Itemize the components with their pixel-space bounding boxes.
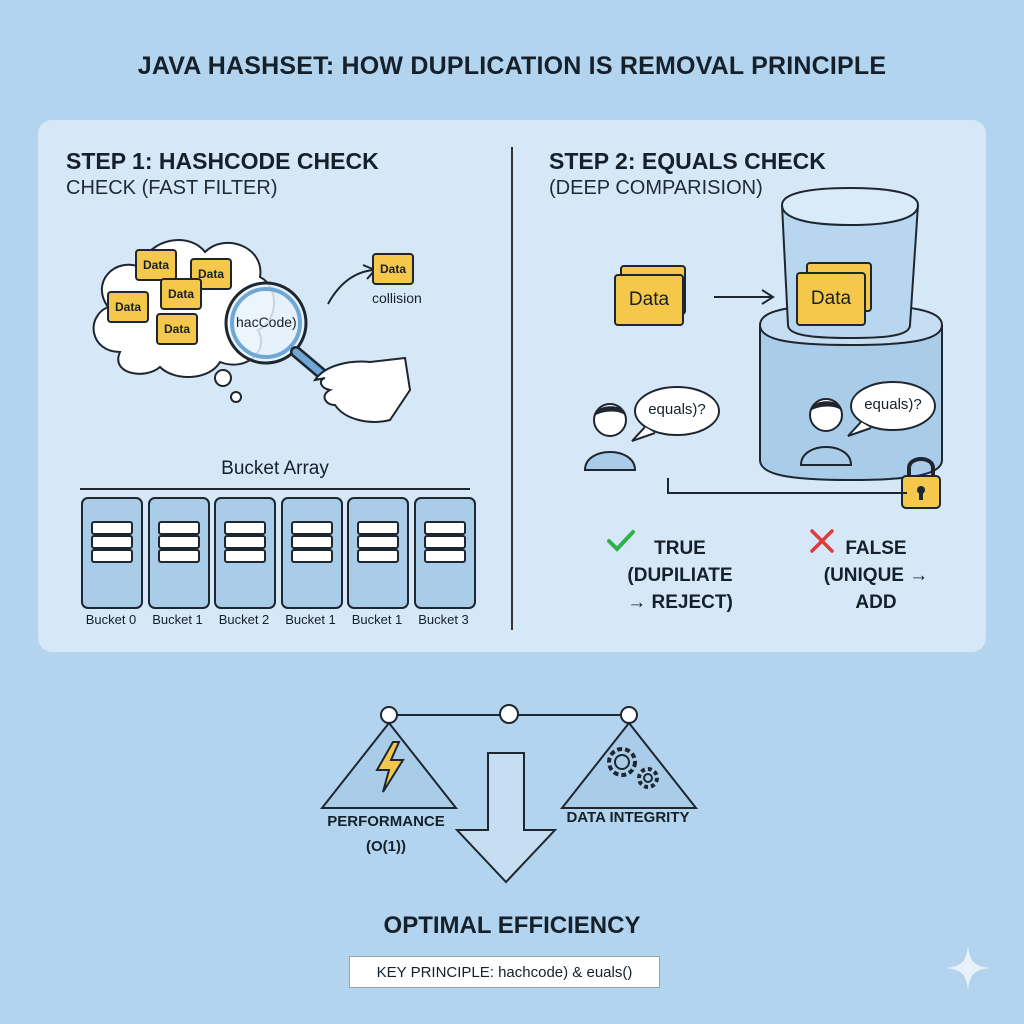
data-tag: Data bbox=[156, 313, 198, 345]
speech-bubble-icon bbox=[631, 386, 720, 442]
bucket bbox=[81, 497, 143, 609]
bucket-slot bbox=[91, 535, 133, 549]
bucket-array-title: Bucket Array bbox=[221, 458, 329, 479]
hand-icon bbox=[312, 356, 412, 423]
bucket-slot bbox=[290, 549, 333, 563]
step-divider bbox=[511, 147, 513, 630]
bucket-slot bbox=[224, 549, 266, 563]
false-result-line: FALSE bbox=[845, 538, 907, 559]
bucket bbox=[413, 497, 476, 609]
person-icon bbox=[799, 398, 853, 466]
bucket-slot bbox=[357, 521, 399, 535]
data-tag: Data bbox=[796, 272, 866, 326]
collision-label: collision bbox=[372, 290, 422, 306]
data-tag: Data bbox=[135, 249, 177, 281]
bucket bbox=[147, 497, 210, 609]
performance-label: PERFORMANCE (O(1)) bbox=[316, 809, 456, 859]
sparkle-icon bbox=[946, 946, 990, 990]
bucket-slot bbox=[423, 521, 466, 535]
key-principle-text: KEY PRINCIPLE: hachcode) & euals() bbox=[376, 963, 633, 981]
bucket-slot bbox=[290, 521, 333, 535]
bucket-slot bbox=[224, 535, 266, 549]
bucket-slot bbox=[157, 549, 200, 563]
bucket bbox=[280, 497, 343, 609]
bucket-label: Bucket 3 bbox=[418, 612, 469, 627]
magnifier-label: hacCode) bbox=[236, 314, 297, 330]
false-result: FALSE (UNIQUE → ADD bbox=[800, 535, 952, 616]
bucket-label: Bucket 1 bbox=[351, 612, 403, 627]
true-result: TRUE (DUPILIATE → REJECT) bbox=[610, 535, 750, 616]
check-icon bbox=[607, 530, 635, 552]
true-result-line: TRUE bbox=[654, 538, 706, 559]
bucket-slot bbox=[157, 521, 200, 535]
key-principle-box: KEY PRINCIPLE: hachcode) & euals() bbox=[349, 956, 660, 988]
data-tag: Data bbox=[372, 253, 414, 285]
result-baseline-tick bbox=[667, 478, 669, 494]
bucket-slot bbox=[224, 521, 266, 535]
equals-bubble-text: equals)? bbox=[648, 401, 706, 418]
step2-title: STEP 2: EQUALS CHECK bbox=[549, 148, 826, 174]
bucket-slot bbox=[423, 535, 466, 549]
bucket-label: Bucket 1 bbox=[285, 612, 336, 627]
data-tag: Data bbox=[160, 278, 202, 310]
data-integrity-label: DATA INTEGRITY bbox=[566, 809, 690, 826]
bucket bbox=[347, 497, 409, 609]
true-result-line: (DUPILIATE bbox=[627, 565, 733, 586]
gears-icon bbox=[607, 747, 659, 789]
lightning-icon bbox=[375, 741, 405, 793]
bucket-slot bbox=[290, 535, 333, 549]
true-result-line: → REJECT) bbox=[627, 592, 733, 613]
optimal-efficiency-label: OPTIMAL EFFICIENCY bbox=[383, 912, 641, 939]
arrow-right-icon bbox=[714, 289, 775, 305]
performance-label-line: (O(1)) bbox=[366, 838, 406, 855]
bucket bbox=[214, 497, 276, 609]
performance-label-line: PERFORMANCE bbox=[327, 813, 445, 830]
data-tag: Data bbox=[614, 274, 684, 326]
false-result-line: (UNIQUE → bbox=[823, 565, 929, 586]
person-icon bbox=[583, 403, 637, 471]
bucket-slot bbox=[423, 549, 466, 563]
step2-subtitle: (DEEP COMPARISION) bbox=[549, 177, 763, 199]
cross-icon bbox=[810, 529, 834, 553]
bucket-slot bbox=[91, 549, 133, 563]
false-result-line: ADD bbox=[855, 592, 897, 613]
bucket-array-line bbox=[80, 488, 470, 490]
bucket-slot bbox=[357, 535, 399, 549]
bucket-label: Bucket 2 bbox=[218, 612, 270, 627]
step1-subtitle: CHECK (FAST FILTER) bbox=[66, 177, 278, 199]
balance-scale-icon bbox=[319, 704, 699, 884]
result-baseline bbox=[667, 492, 907, 494]
equals-bubble-text: equals)? bbox=[864, 396, 922, 413]
page-title: JAVA HASHSET: HOW DUPLICATION IS REMOVAL… bbox=[137, 52, 887, 80]
bucket-slot bbox=[357, 549, 399, 563]
speech-bubble-icon bbox=[847, 381, 936, 437]
bucket-label: Bucket 1 bbox=[152, 612, 203, 627]
step1-title: STEP 1: HASHCODE CHECK bbox=[66, 148, 379, 174]
bucket-slot bbox=[157, 535, 200, 549]
bucket-label: Bucket 0 bbox=[85, 612, 137, 627]
data-tag: Data bbox=[107, 291, 149, 323]
bucket-slot bbox=[91, 521, 133, 535]
lock-icon bbox=[901, 457, 941, 509]
